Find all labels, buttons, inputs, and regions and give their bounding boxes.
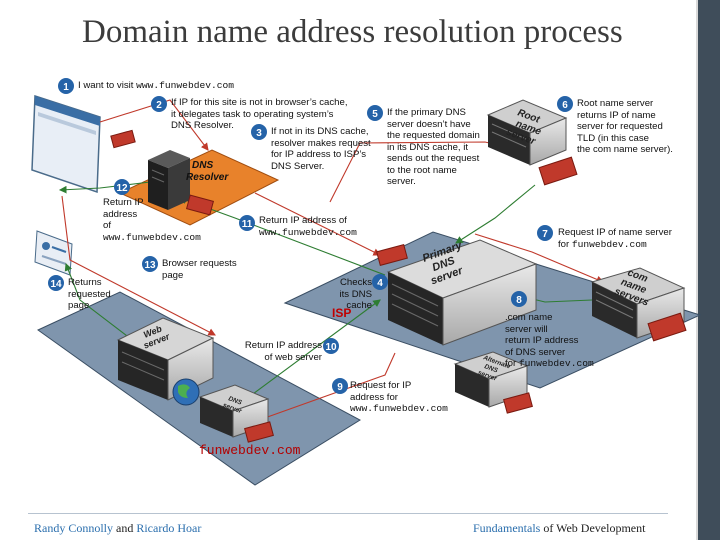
arrow-3 xyxy=(254,192,381,256)
step-badge-5: 5 xyxy=(367,105,383,121)
step-badge-13: 13 xyxy=(142,256,158,272)
primary-cache-book xyxy=(376,244,408,266)
alternate-cache-book xyxy=(503,392,533,414)
svg-text:2: 2 xyxy=(156,100,162,111)
step-badge-14: 14 xyxy=(48,275,64,291)
arrow-9 xyxy=(243,352,396,427)
step-badge-10: 10 xyxy=(323,338,339,354)
footer-book-title: Fundamentals of Web Development xyxy=(473,521,645,536)
primary-dns-server xyxy=(386,239,538,346)
svg-text:Resolver: Resolver xyxy=(186,172,229,183)
funwebdev-cache-book xyxy=(244,421,274,443)
svg-text:8: 8 xyxy=(516,295,522,306)
footer-book-rest: of Web Development xyxy=(543,521,646,535)
browser-window xyxy=(31,94,101,194)
svg-text:14: 14 xyxy=(50,279,62,290)
step-badge-3: 3 xyxy=(251,124,267,140)
arrow-7 xyxy=(474,233,605,283)
step-2-text: If IP for this site is not in browser’s … xyxy=(171,97,348,131)
step-badge-6: 6 xyxy=(557,96,573,112)
svg-text:4: 4 xyxy=(377,278,383,289)
svg-text:13: 13 xyxy=(144,260,156,271)
dns-small-label-1: DNS xyxy=(227,395,243,406)
page-document-icon xyxy=(34,230,73,276)
footer-author-2: Ricardo Hoar xyxy=(136,521,202,535)
arrow-10 xyxy=(237,299,381,406)
footer-book-highlight: Fundamentals xyxy=(473,521,541,535)
svg-text:5: 5 xyxy=(372,109,378,120)
step-badge-9: 9 xyxy=(332,378,348,394)
arrow-14 xyxy=(64,262,136,343)
root-cache-book xyxy=(538,156,578,186)
browser-cache-book xyxy=(110,129,136,149)
web-server xyxy=(116,317,215,401)
arrow-12 xyxy=(58,181,151,194)
sidebar-divider xyxy=(696,0,698,540)
step-badge-8: 8 xyxy=(511,291,527,307)
step-badge-12: 12 xyxy=(114,179,130,195)
svg-text:DNS: DNS xyxy=(192,160,213,171)
step-1-text: I want to visit www.funwebdev.com xyxy=(78,80,234,91)
slide-title: Domain name address resolution process xyxy=(82,14,623,50)
svg-text:6: 6 xyxy=(562,100,568,111)
svg-text:12: 12 xyxy=(116,183,128,194)
svg-text:9: 9 xyxy=(337,382,343,393)
resolver-cache-book xyxy=(185,194,215,216)
svg-text:1: 1 xyxy=(63,82,69,93)
step-badge-4: 4 xyxy=(372,274,388,290)
resolver-label-2: Resolver xyxy=(186,172,229,183)
svg-text:3: 3 xyxy=(256,128,262,139)
domain-name-label: funwebdev.com xyxy=(199,443,301,458)
svg-text:7: 7 xyxy=(542,229,548,240)
root-name-server xyxy=(486,99,568,166)
dns-resolver-server xyxy=(148,150,190,210)
slide-sidebar xyxy=(698,0,720,540)
svg-text:11: 11 xyxy=(242,219,253,230)
footer-divider xyxy=(28,513,668,514)
com-cache-book xyxy=(647,312,687,342)
step-badge-7: 7 xyxy=(537,225,553,241)
arrow-6 xyxy=(455,184,536,244)
footer-authors: Randy Connolly and Ricardo Hoar xyxy=(34,521,201,536)
step-badge-2: 2 xyxy=(151,96,167,112)
globe-icon xyxy=(172,378,200,406)
alt-label-2: DNS xyxy=(483,363,499,374)
step-3-text: If not in its DNS cache,resolver makes r… xyxy=(271,126,371,172)
step-badge-11: 11 xyxy=(239,215,255,231)
step-badge-1: 1 xyxy=(58,78,74,94)
isp-label: ISP xyxy=(332,306,352,320)
svg-text:10: 10 xyxy=(325,342,337,353)
resolver-label-1: DNS xyxy=(192,160,213,171)
footer-and: and xyxy=(116,521,134,535)
footer-author-1: Randy Connolly xyxy=(34,521,114,535)
arrow-13 xyxy=(61,195,216,336)
arrow-2 xyxy=(99,99,209,151)
